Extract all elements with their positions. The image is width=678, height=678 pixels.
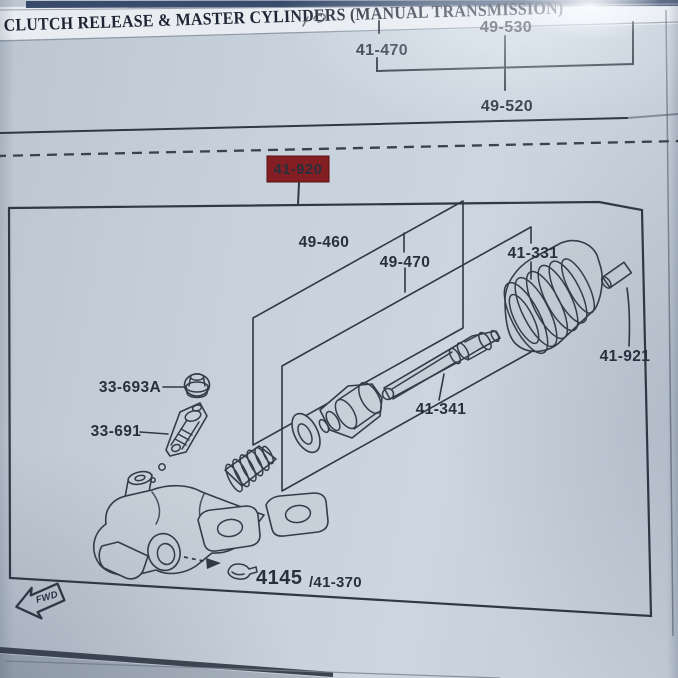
rod-hull: [383, 330, 501, 400]
selected-part-label[interactable]: 41-920: [266, 155, 330, 206]
title-bar: CLUTCH RELEASE & MASTER CYLINDERS (MANUA…: [0, 0, 678, 42]
body-ear-1: [265, 492, 329, 537]
fwd-direction-stamp: FWD: [15, 582, 66, 620]
spring-drawing: [224, 445, 277, 493]
piston-drawing: [318, 381, 383, 439]
upper-callouts: 41-470 49-530 49-520: [356, 19, 634, 115]
part-label-4145-41-370[interactable]: 4145 /41-370: [256, 567, 362, 591]
solid-separator: [0, 117, 628, 134]
clip-icon: [227, 563, 258, 580]
part-label-41-331[interactable]: 41-331: [508, 245, 559, 262]
solid-separator-faint: [626, 113, 678, 119]
bleeder-leader: [139, 431, 169, 435]
part-label-49-520[interactable]: 49-520: [481, 98, 533, 115]
pin-body: [601, 261, 633, 289]
seal-outer: [291, 412, 321, 454]
pin-drawing: [600, 261, 633, 347]
clip-callout: 4145 /41-370: [183, 556, 362, 591]
cap-drawing: [162, 373, 211, 399]
part-label-33-693A[interactable]: 33-693A: [99, 379, 161, 396]
kit-panels: [252, 200, 532, 492]
bleeder-drawing: [139, 402, 208, 483]
part-label-41-470[interactable]: 41-470: [356, 42, 408, 59]
dashed-separator: [0, 139, 678, 158]
pin-leader: [626, 287, 631, 347]
part-label-49-530[interactable]: 49-530: [480, 19, 532, 36]
highlight-connector: [297, 182, 300, 206]
rod-leader: [438, 373, 445, 401]
separators: [0, 113, 678, 158]
part-label-41-921[interactable]: 41-921: [600, 348, 651, 365]
part-label-49-470[interactable]: 49-470: [380, 254, 431, 271]
part-label-33-691[interactable]: 33-691: [91, 423, 142, 440]
bottom-page-edge: [0, 647, 501, 678]
bleeder-dot-1: [158, 463, 166, 471]
seal-cup-drawing: [291, 412, 321, 454]
body-ear-2: [197, 505, 261, 552]
part-label-49-460[interactable]: 49-460: [299, 234, 350, 251]
part-label-41-920[interactable]: 41-920: [274, 162, 323, 178]
page-right-edge: [665, 9, 674, 637]
clip-leader-arrow: [206, 558, 221, 569]
part-label-41-341[interactable]: 41-341: [416, 401, 467, 418]
